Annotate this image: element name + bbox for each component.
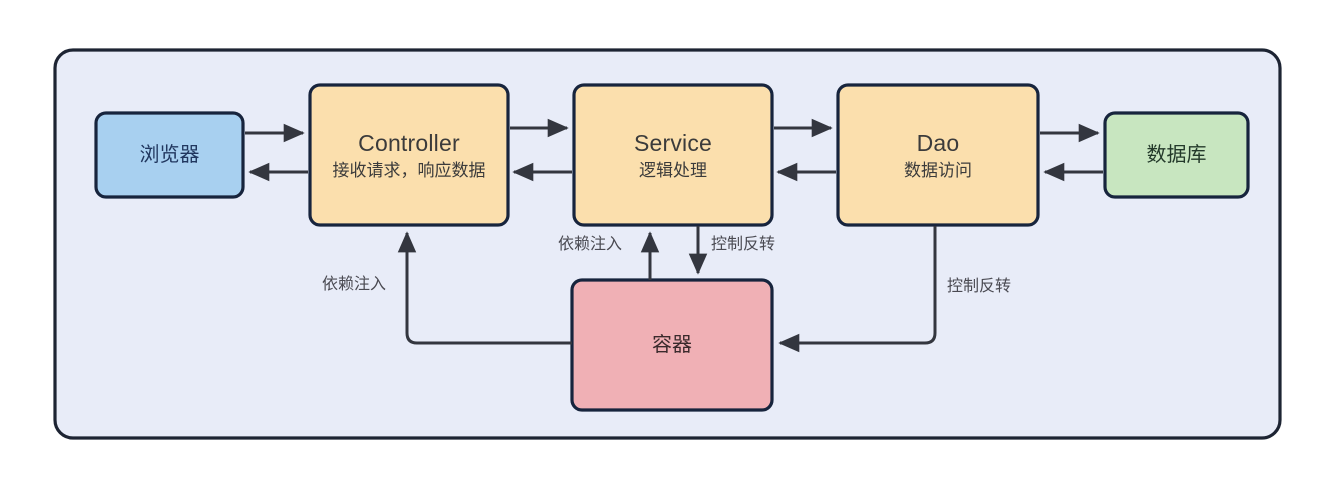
node-controller-box [308, 83, 510, 227]
node-browser-box [94, 111, 245, 199]
node-database-box [1103, 111, 1250, 199]
edge-container-to-controller [397, 231, 572, 345]
node-container-box [570, 278, 774, 412]
node-dao-box [836, 83, 1040, 227]
node-service-box [572, 83, 774, 227]
edge-dao-to-container [778, 226, 937, 353]
